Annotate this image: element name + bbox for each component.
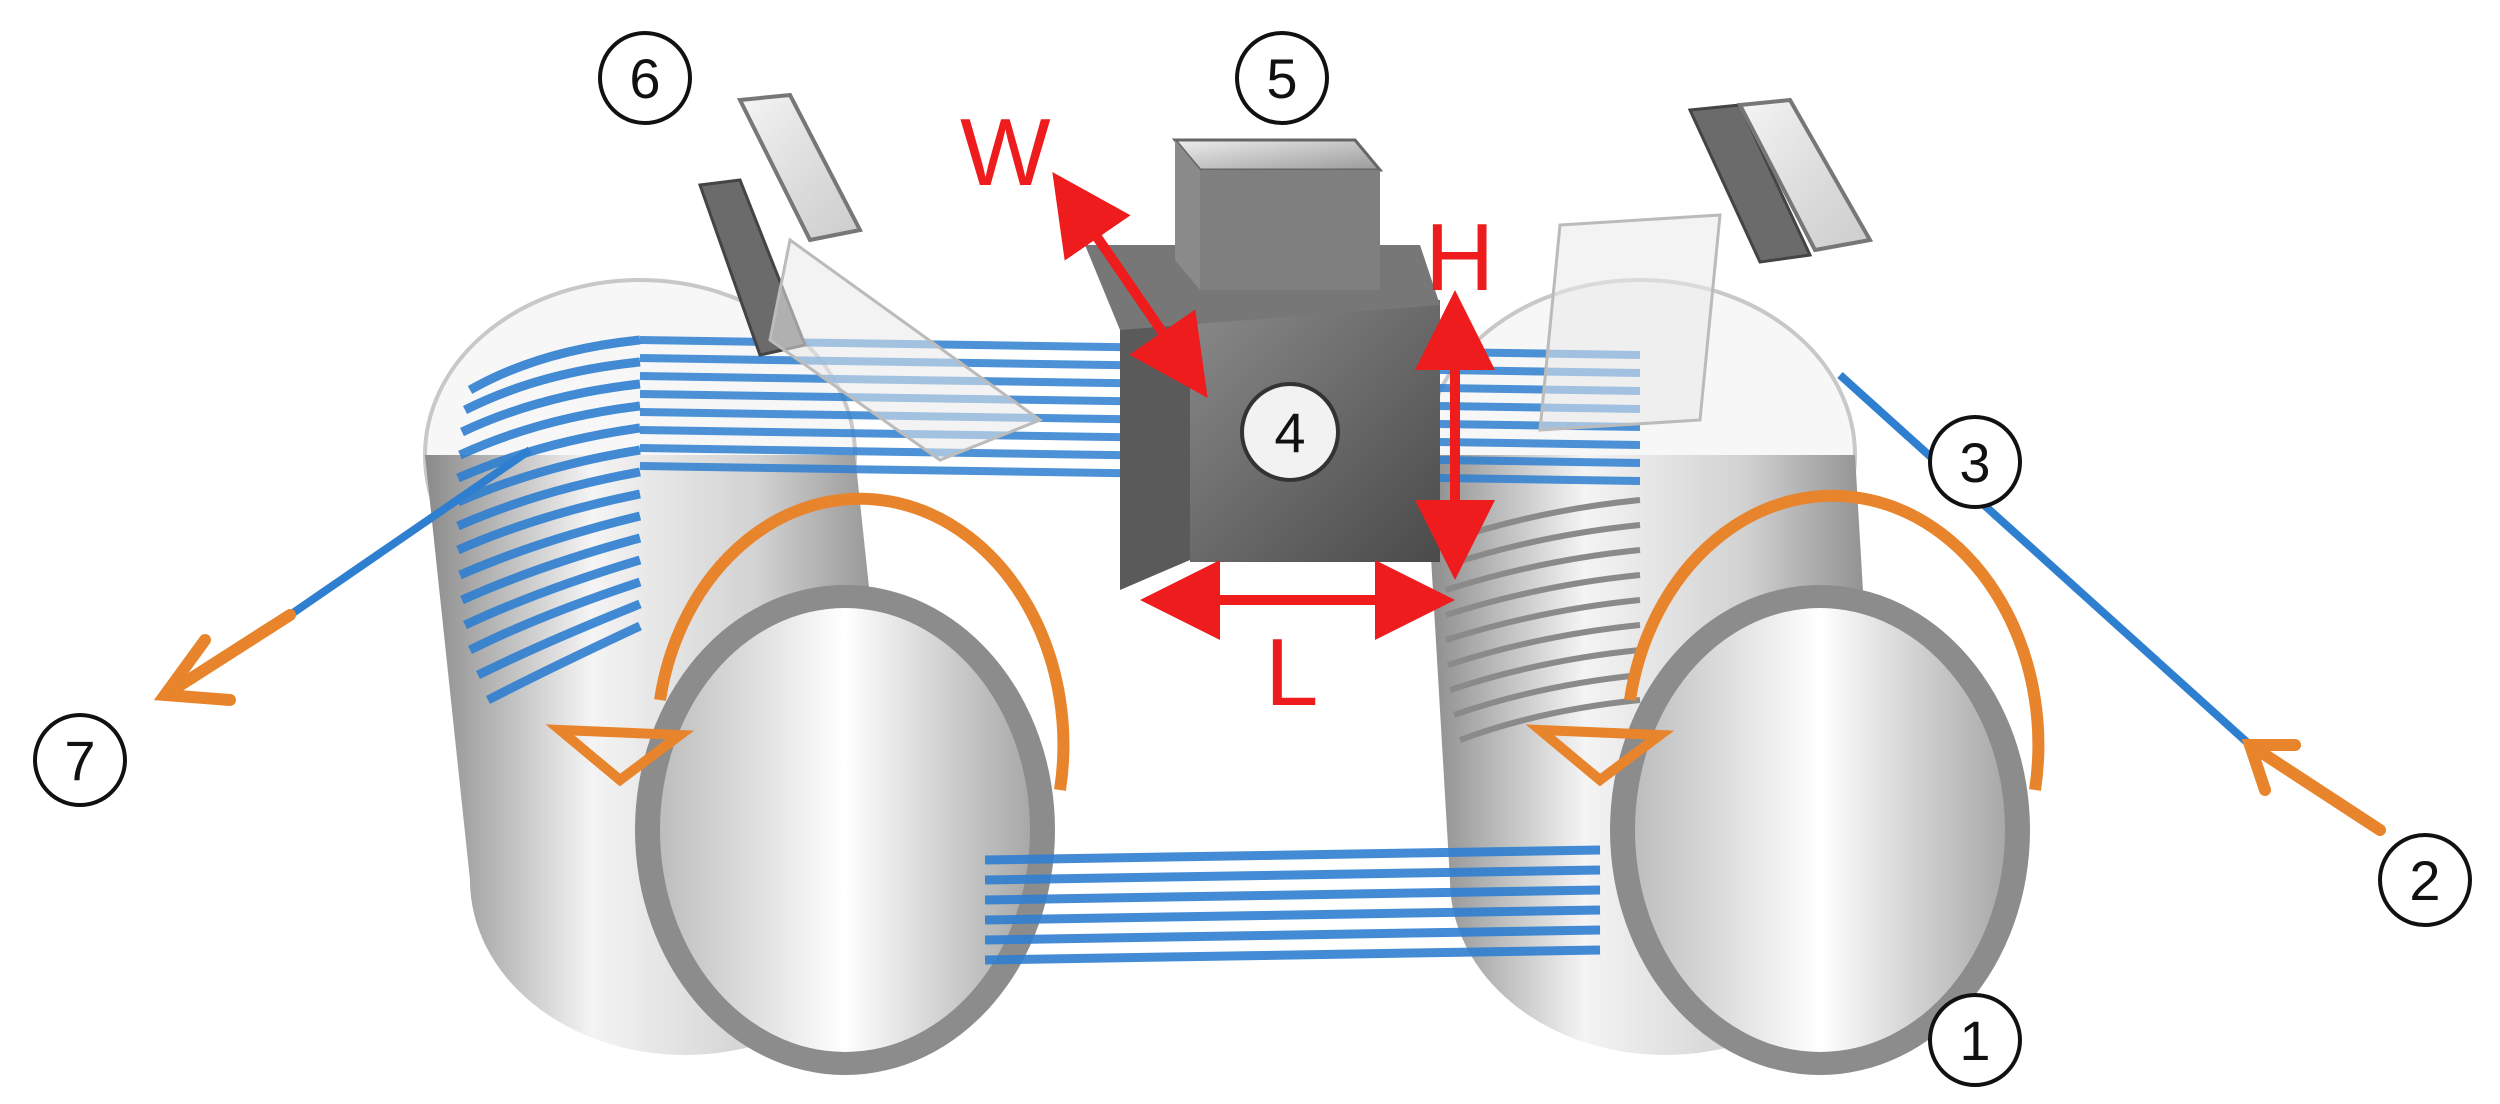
svg-text:7: 7 [64, 729, 95, 792]
right-rotation-triangle [1525, 724, 1675, 787]
bottom-fiber-band [984, 845, 1601, 965]
length-label: L [1265, 619, 1318, 726]
callout-3: 3 [1928, 415, 2022, 509]
callout-2: 2 [2378, 833, 2472, 927]
left-rotation-triangle [545, 724, 695, 787]
svg-text:4: 4 [1274, 401, 1305, 464]
left-fiber-guide [697, 92, 1044, 462]
callout-1: 1 [1928, 993, 2022, 1087]
width-label: W [960, 99, 1051, 206]
callout-5: 5 [1235, 31, 1329, 125]
output-direction-arrow [153, 609, 296, 706]
input-direction-arrow [2241, 739, 2386, 836]
svg-text:3: 3 [1959, 431, 1990, 494]
right-fiber-guide [1538, 97, 1874, 432]
top-plate [1171, 138, 1384, 290]
callout-7: 7 [33, 713, 127, 807]
svg-text:5: 5 [1266, 47, 1297, 110]
width-arrow [1052, 172, 1208, 398]
svg-text:2: 2 [2409, 849, 2440, 912]
svg-text:1: 1 [1959, 1009, 1990, 1072]
incoming-fiber [1837, 372, 2253, 748]
outgoing-fiber [287, 446, 533, 619]
height-label: H [1425, 204, 1494, 311]
callout-6: 6 [598, 31, 692, 125]
left-drum-windings [456, 335, 642, 704]
svg-text:6: 6 [629, 47, 660, 110]
left-mandrel [423, 278, 1070, 1075]
callout-4: 4 [1240, 382, 1340, 482]
